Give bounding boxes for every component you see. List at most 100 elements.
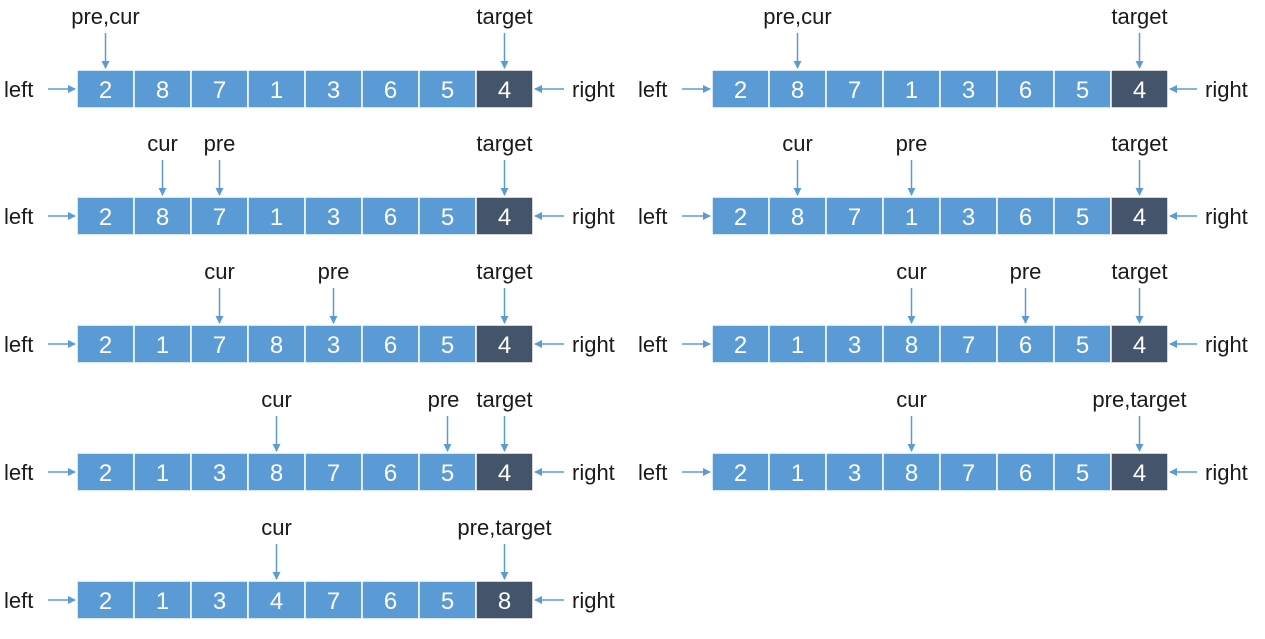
cell-value: 1	[905, 77, 918, 104]
cell-value: 8	[156, 204, 169, 231]
array-cell	[190, 196, 249, 236]
cell-value: 2	[99, 332, 112, 359]
cell-value: 3	[848, 332, 861, 359]
array-cell	[825, 196, 884, 236]
right-label: right	[1205, 204, 1248, 229]
cell-value: 1	[270, 204, 283, 231]
array-cell	[825, 452, 884, 492]
target-cell	[1110, 196, 1169, 236]
target-cell	[1110, 69, 1169, 109]
cell-value: 8	[791, 204, 804, 231]
left-label: left	[638, 204, 667, 229]
cell-value: 4	[1133, 460, 1146, 487]
cell-value: 4	[498, 204, 511, 231]
left-label: left	[4, 460, 33, 485]
array-cell	[361, 452, 420, 492]
target-cell	[475, 580, 534, 620]
cell-value: 4	[1133, 204, 1146, 231]
array-cell	[939, 196, 998, 236]
cell-value: 2	[99, 460, 112, 487]
cell-value: 7	[962, 332, 975, 359]
array-cell	[939, 69, 998, 109]
target-cell	[1110, 452, 1169, 492]
cell-value: 8	[156, 77, 169, 104]
array-cell	[76, 324, 135, 364]
left-label: left	[4, 77, 33, 102]
array-cell	[247, 324, 306, 364]
right-label: right	[1205, 460, 1248, 485]
cell-value: 3	[327, 204, 340, 231]
cell-value: 4	[498, 77, 511, 104]
array-cell	[711, 69, 770, 109]
cell-value: 3	[213, 460, 226, 487]
cell-value: 3	[327, 77, 340, 104]
array-cell	[939, 324, 998, 364]
left-label: left	[638, 460, 667, 485]
array-cell	[190, 69, 249, 109]
array-cell	[1053, 452, 1112, 492]
pointer-label: pre	[1010, 259, 1042, 284]
pointer-label: pre,target	[1092, 387, 1186, 412]
cell-value: 3	[962, 77, 975, 104]
cell-value: 5	[441, 77, 454, 104]
cell-value: 5	[441, 332, 454, 359]
cell-value: 1	[270, 77, 283, 104]
pointer-label: target	[1111, 4, 1167, 29]
pointer-label: cur	[147, 131, 178, 156]
cell-value: 7	[327, 460, 340, 487]
cell-value: 7	[848, 77, 861, 104]
cell-value: 5	[1076, 77, 1089, 104]
cell-value: 8	[270, 460, 283, 487]
array-cell	[133, 324, 192, 364]
pointer-label: cur	[782, 131, 813, 156]
array-cell	[996, 324, 1055, 364]
cell-value: 3	[962, 204, 975, 231]
cell-value: 2	[734, 332, 747, 359]
right-label: right	[572, 588, 615, 613]
cell-value: 8	[905, 332, 918, 359]
cell-value: 3	[327, 332, 340, 359]
cell-value: 4	[498, 332, 511, 359]
cell-value: 2	[99, 204, 112, 231]
right-label: right	[572, 77, 615, 102]
right-label: right	[572, 332, 615, 357]
cell-value: 6	[384, 460, 397, 487]
array-cell	[304, 196, 363, 236]
array-cell	[1053, 69, 1112, 109]
pointer-label: target	[476, 387, 532, 412]
cell-value: 5	[1076, 460, 1089, 487]
array-cell	[304, 452, 363, 492]
target-cell	[1110, 324, 1169, 364]
array-cell	[76, 580, 135, 620]
target-cell	[475, 69, 534, 109]
cell-value: 1	[156, 460, 169, 487]
pointer-label: pre	[318, 259, 350, 284]
cell-value: 1	[156, 332, 169, 359]
cell-value: 8	[791, 77, 804, 104]
cell-value: 2	[734, 77, 747, 104]
pointer-label: pre	[428, 387, 460, 412]
cell-value: 5	[441, 460, 454, 487]
array-cell	[882, 324, 941, 364]
target-cell	[475, 196, 534, 236]
cell-value: 6	[384, 77, 397, 104]
cell-value: 5	[441, 588, 454, 615]
array-cell	[133, 580, 192, 620]
pointer-label: target	[1111, 259, 1167, 284]
cell-value: 7	[213, 77, 226, 104]
array-cell	[190, 452, 249, 492]
pointer-label: cur	[261, 387, 292, 412]
array-cell	[768, 452, 827, 492]
array-cell	[825, 69, 884, 109]
cell-value: 6	[1019, 332, 1032, 359]
array-cell	[247, 452, 306, 492]
array-cell	[882, 69, 941, 109]
cell-value: 7	[327, 588, 340, 615]
array-cell	[304, 324, 363, 364]
array-cell	[190, 324, 249, 364]
pointer-label: target	[476, 259, 532, 284]
